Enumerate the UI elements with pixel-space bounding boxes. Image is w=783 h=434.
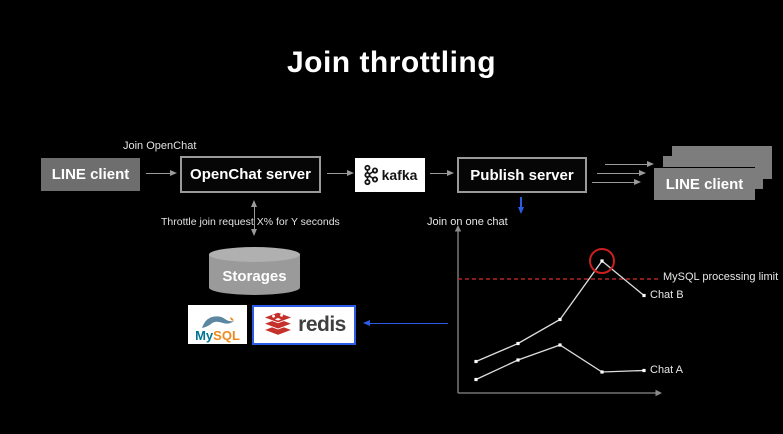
publish-server-box: Publish server: [457, 157, 587, 193]
arrow-publish-to-chart: [517, 197, 524, 214]
arrow-lineclient-to-openchat: [146, 169, 177, 176]
page-title: Join throttling: [286, 46, 497, 79]
mysql-limit-label: MySQL processing limit: [663, 271, 779, 283]
line-client-right-box: LINE client: [653, 167, 755, 200]
mysql-word-my: My: [195, 328, 214, 343]
redis-cubes-icon: [262, 311, 294, 339]
arrow-openchat-to-kafka: [327, 169, 354, 176]
chat-a-label: Chat A: [650, 364, 684, 376]
join-openchat-label: Join OpenChat: [123, 140, 197, 152]
cylinder-top: [209, 247, 300, 262]
mysql-logo: MySQL: [188, 305, 247, 344]
storages-cylinder: Storages: [209, 247, 300, 295]
x-axis-arrowhead: [655, 389, 662, 397]
mysql-dolphin-icon: [200, 314, 236, 330]
publish-server-label: Publish server: [470, 166, 574, 184]
line-client-left-label: LINE client: [51, 166, 130, 183]
redis-wordmark: redis: [298, 313, 346, 336]
mysql-wordmark: MySQL: [195, 328, 240, 343]
redis-logo: redis: [252, 305, 356, 345]
arrow-openchat-storages: [250, 200, 257, 236]
kafka-box: kafka: [355, 158, 425, 192]
arrow-publish-to-clients-2: [597, 169, 646, 176]
cylinder-bottom: [209, 280, 300, 295]
chat-b-label: Chat B: [650, 289, 684, 301]
arrow-kafka-to-publish: [430, 169, 454, 176]
openchat-server-box: OpenChat server: [180, 156, 321, 193]
line-client-right-label: LINE client: [665, 175, 744, 193]
arrow-publish-to-clients-3: [592, 178, 641, 185]
mysql-word-sql: SQL: [213, 328, 240, 343]
kafka-logo-icon: [363, 164, 379, 186]
y-axis-arrowhead: [454, 225, 462, 232]
storages-label: Storages: [222, 268, 287, 285]
arrow-publish-to-clients-1: [605, 160, 654, 167]
kafka-label: kafka: [381, 167, 418, 183]
openchat-server-label: OpenChat server: [190, 166, 311, 183]
chart-title: Join on one chat: [427, 216, 508, 228]
arrow-chart-to-redis: [363, 319, 448, 326]
join-chart-plot: [454, 225, 662, 397]
throttle-label: Throttle join request X% for Y seconds: [161, 216, 340, 228]
line-client-left-box: LINE client: [41, 158, 140, 191]
